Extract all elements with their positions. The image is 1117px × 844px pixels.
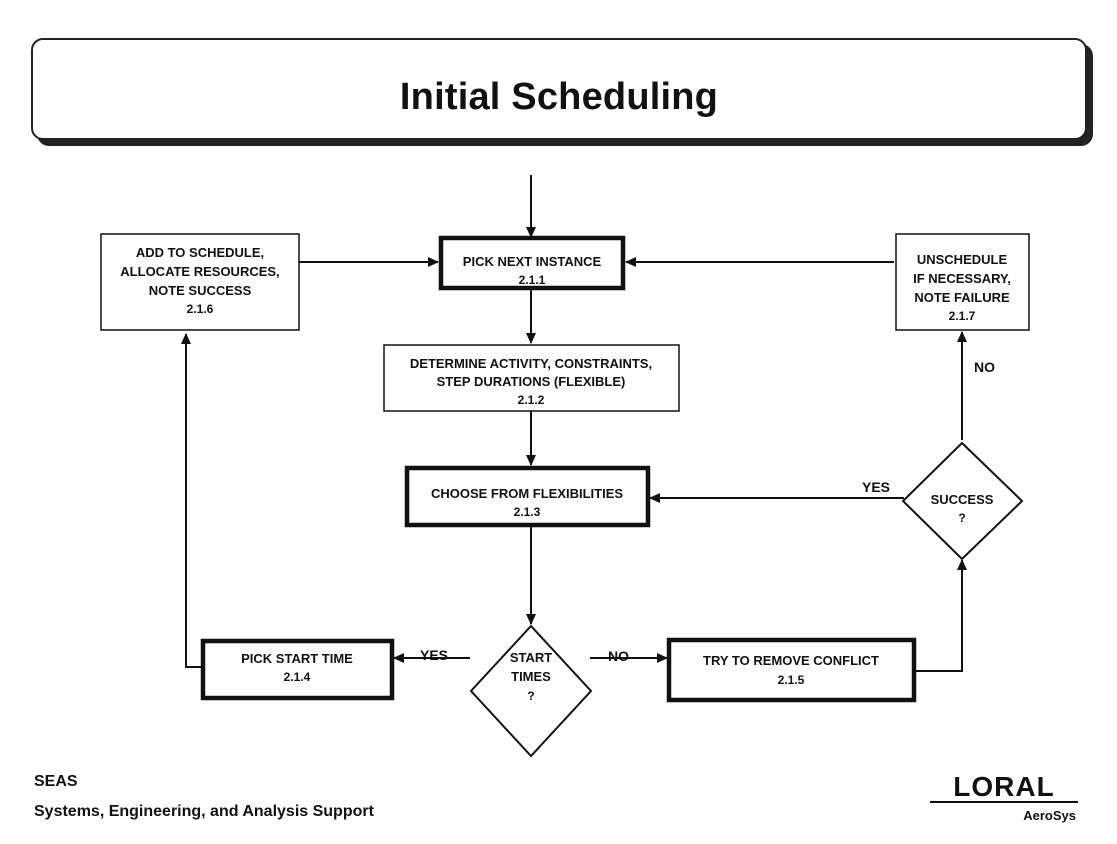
pick-next-line-1: PICK NEXT INSTANCE	[463, 254, 602, 269]
unschedule-line-1: UNSCHEDULE	[917, 252, 1008, 267]
edges	[181, 175, 967, 672]
label-yes-pick-start: YES	[420, 647, 448, 663]
label-no-unschedule: NO	[974, 359, 995, 375]
node-pick-next-box	[438, 235, 626, 291]
add-schedule-line-1: ADD TO SCHEDULE,	[136, 245, 264, 260]
success-line-1: SUCCESS	[931, 492, 994, 507]
node-add-schedule-box	[100, 233, 300, 331]
start-times-line-1: START	[510, 650, 552, 665]
footer-subtitle: Systems, Engineering, and Analysis Suppo…	[34, 803, 374, 820]
edge-pick-start-to-add	[181, 333, 201, 668]
success-line-2: ?	[958, 511, 965, 525]
add-schedule-line-2: ALLOCATE RESOURCES,	[120, 264, 279, 279]
start-times-line-2: TIMES	[511, 669, 551, 684]
remove-conflict-id: 2.1.5	[778, 673, 805, 687]
node-choose-box	[404, 465, 651, 528]
pick-next-id: 2.1.1	[519, 273, 546, 287]
unschedule-line-3: NOTE FAILURE	[914, 290, 1010, 305]
node-pick-start-box	[200, 638, 395, 701]
logo-sub: AeroSys	[1023, 808, 1076, 823]
label-no-remove: NO	[608, 648, 629, 664]
node-success-diamond	[901, 441, 1024, 561]
unschedule-line-2: IF NECESSARY,	[913, 271, 1011, 286]
node-unschedule-box	[895, 233, 1030, 331]
nodes	[100, 233, 1030, 758]
edge-remove-to-success	[916, 559, 967, 672]
label-yes-choose: YES	[862, 479, 890, 495]
edge-labels: NO YES YES NO	[420, 359, 995, 664]
unschedule-id: 2.1.7	[949, 309, 976, 323]
loral-logo: LORAL AeroSys	[928, 768, 1080, 824]
start-times-line-3: ?	[527, 689, 534, 703]
add-schedule-id: 2.1.6	[187, 302, 214, 316]
pick-start-id: 2.1.4	[284, 670, 311, 684]
add-schedule-line-3: NOTE SUCCESS	[149, 283, 252, 298]
remove-conflict-line-1: TRY TO REMOVE CONFLICT	[703, 653, 879, 668]
determine-line-1: DETERMINE ACTIVITY, CONSTRAINTS,	[410, 356, 652, 371]
choose-line-1: CHOOSE FROM FLEXIBILITIES	[431, 486, 623, 501]
choose-id: 2.1.3	[514, 505, 541, 519]
node-remove-conflict-box	[666, 637, 917, 703]
determine-line-2: STEP DURATIONS (FLEXIBLE)	[437, 374, 626, 389]
pick-start-line-1: PICK START TIME	[241, 651, 353, 666]
determine-id: 2.1.2	[518, 393, 545, 407]
title-banner: Initial Scheduling	[31, 38, 1087, 140]
page-title: Initial Scheduling	[399, 76, 719, 118]
logo-word: LORAL	[953, 771, 1054, 802]
node-determine-box	[383, 344, 680, 412]
footer-org: SEAS	[34, 773, 78, 790]
node-labels: ADD TO SCHEDULE, ALLOCATE RESOURCES, NOT…	[120, 245, 1011, 703]
node-start-times-diamond	[469, 624, 593, 758]
